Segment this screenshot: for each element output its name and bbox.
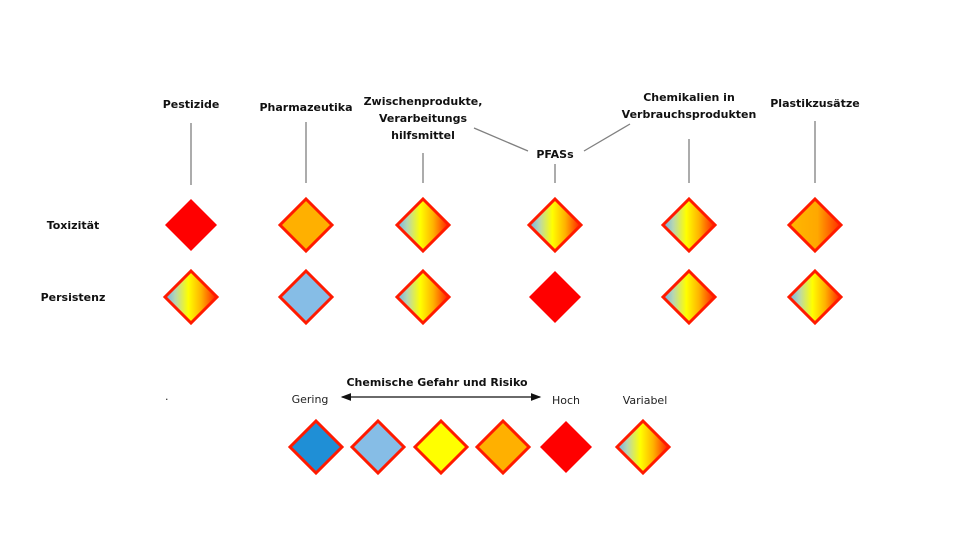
legend-low-label: Gering <box>292 393 329 406</box>
category-labels: Pestizide Pharmazeutika Zwischenprodukte, V… <box>163 91 860 161</box>
risk-diamonds <box>162 196 844 326</box>
category-label: Zwischenprodukte, <box>364 95 483 108</box>
toxicity-diamond <box>786 196 844 254</box>
row-label-toxicity: Toxizität <box>47 219 100 232</box>
legend-diamond-yellow <box>412 418 470 476</box>
persistence-diamond <box>394 268 452 326</box>
toxicity-diamond <box>394 196 452 254</box>
connector-line <box>583 123 631 152</box>
legend-high-label: Hoch <box>552 394 580 407</box>
legend-diamond-variable <box>614 418 672 476</box>
row-label-persistence: Persistenz <box>41 291 106 304</box>
connector-line <box>473 127 529 152</box>
stray-dot: . <box>165 390 169 403</box>
persistence-diamond <box>786 268 844 326</box>
persistence-diamond <box>660 268 718 326</box>
category-label: Pharmazeutika <box>259 101 352 114</box>
legend-scale <box>287 418 672 476</box>
category-label: Plastikzusätze <box>770 97 859 110</box>
toxicity-diamond <box>165 199 217 251</box>
connector-lines <box>190 121 816 185</box>
legend-diamond-blue <box>287 418 345 476</box>
legend-title: Chemische Gefahr und Risiko <box>346 376 528 389</box>
legend-diamond-orange <box>474 418 532 476</box>
toxicity-diamond <box>660 196 718 254</box>
legend-diamond-red <box>540 421 592 473</box>
category-label: Pestizide <box>163 98 220 111</box>
legend-variable-label: Variabel <box>623 394 668 407</box>
toxicity-diamond <box>277 196 335 254</box>
persistence-diamond <box>529 271 581 323</box>
category-label: PFASs <box>536 148 574 161</box>
category-label: Verarbeitungs <box>379 112 468 125</box>
category-label: Chemikalien in <box>643 91 735 104</box>
category-label: Verbrauchsprodukten <box>622 108 757 121</box>
category-label: hilfsmittel <box>391 129 455 142</box>
persistence-diamond <box>162 268 220 326</box>
toxicity-diamond <box>526 196 584 254</box>
legend-diamond-lightblue <box>349 418 407 476</box>
persistence-diamond <box>277 268 335 326</box>
